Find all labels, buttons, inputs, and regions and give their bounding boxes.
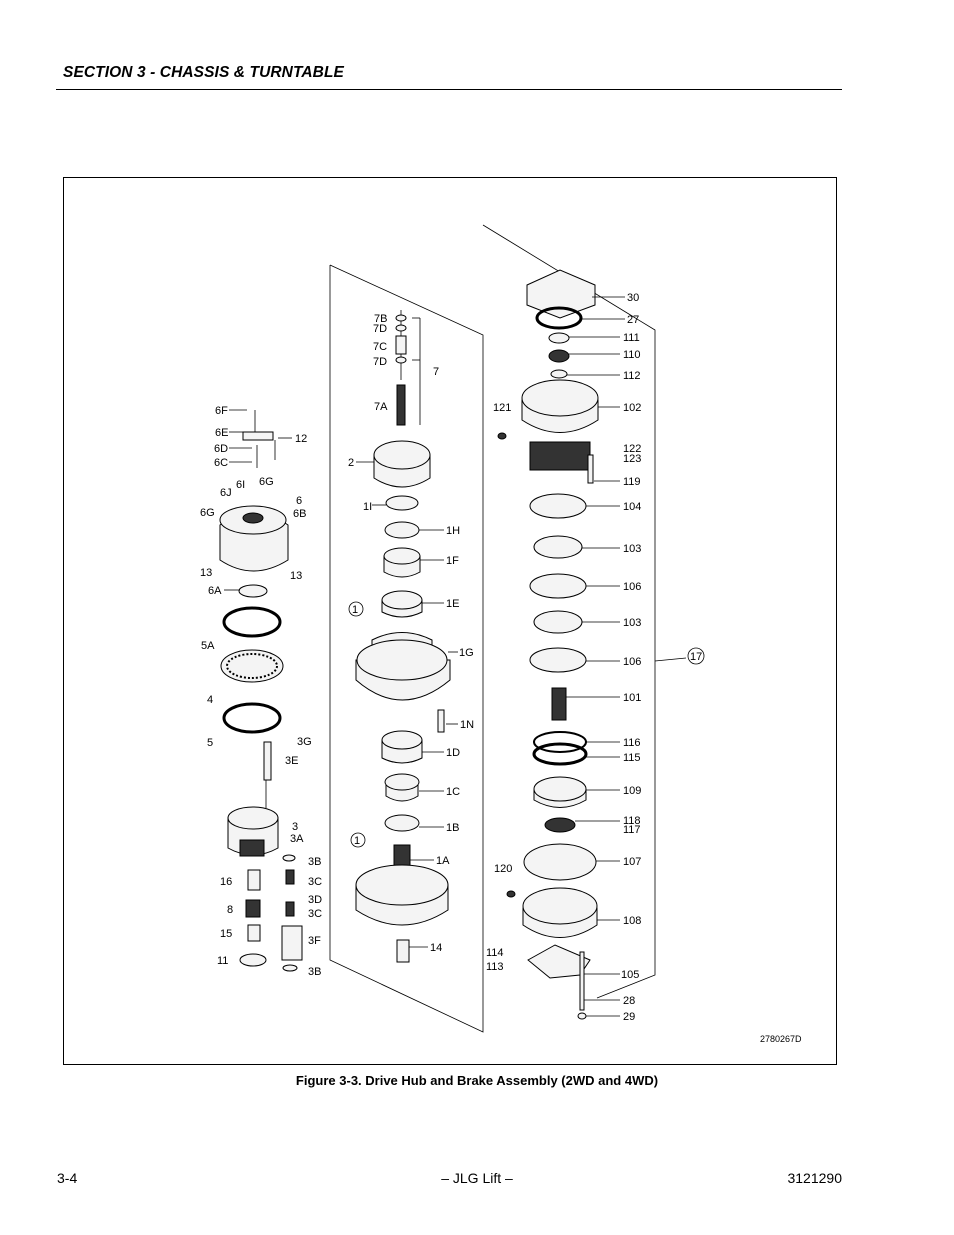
callout-left: 6B	[293, 508, 306, 520]
callout-left: 3A	[290, 833, 304, 845]
callout-middle: 1N	[460, 719, 474, 731]
callout-right: 114	[486, 947, 504, 959]
left-assembly	[219, 410, 303, 972]
footer-doc-number: 3121290	[787, 1170, 842, 1186]
callout-middle: 1	[354, 835, 360, 847]
callout-left: 16	[220, 876, 232, 888]
callout-left: 6A	[208, 585, 222, 597]
callout-middle: 14	[430, 942, 442, 954]
callout-middle: 1	[352, 604, 358, 616]
callout-middle: 1I	[363, 501, 372, 513]
callout-left: 3C	[308, 908, 322, 920]
callout-right: 122	[623, 443, 641, 455]
callout-left: 3D	[308, 894, 322, 906]
callout-left: 13	[290, 570, 302, 582]
callout-right: 112	[623, 370, 641, 382]
callout-left: 3G	[297, 736, 312, 748]
callout-left: 6	[296, 495, 302, 507]
callout-right: 109	[623, 785, 641, 797]
callout-right: 29	[623, 1011, 635, 1023]
callout-middle: 7D	[373, 323, 387, 335]
callout-left: 5A	[201, 640, 215, 652]
callout-middle: 7D	[373, 356, 387, 368]
callout-right: 28	[623, 995, 635, 1007]
callout-left: 3E	[285, 755, 298, 767]
callout-middle: 2	[348, 457, 354, 469]
callout-left: 12	[295, 433, 307, 445]
leader-lines	[224, 296, 687, 1017]
callout-right: 117	[623, 824, 641, 836]
callout-right: 110	[623, 349, 641, 361]
callout-middle: 1B	[446, 822, 459, 834]
callout-left: 3F	[308, 935, 321, 947]
callout-right: 105	[621, 969, 639, 981]
callout-right: 111	[623, 332, 640, 344]
callout-labels: 6F 6E 6D 6C 12 6I 6G 6J 6 6G 6B 13 13 6A…	[200, 292, 802, 1044]
callout-left: 3C	[308, 876, 322, 888]
callout-middle: 7A	[374, 401, 388, 413]
callout-left: 6G	[259, 476, 274, 488]
header-rule	[56, 89, 842, 90]
callout-middle: 1G	[459, 647, 474, 659]
callout-right: 108	[623, 915, 641, 927]
callout-left: 5	[207, 737, 213, 749]
callout-left: 11	[217, 955, 228, 967]
callout-right: 27	[627, 314, 639, 326]
section-title: SECTION 3 - CHASSIS & TURNTABLE	[63, 64, 344, 81]
callout-middle: 1F	[446, 555, 459, 567]
callout-left: 3B	[308, 966, 321, 978]
callout-right: 106	[623, 581, 641, 593]
callout-left: 6F	[215, 405, 228, 417]
callout-middle: 7B	[374, 313, 387, 325]
figure-caption: Figure 3-3. Drive Hub and Brake Assembly…	[295, 1073, 659, 1088]
callout-middle: 7C	[373, 341, 387, 353]
callout-middle: 1C	[446, 786, 460, 798]
callout-left: 13	[200, 567, 212, 579]
callout-right: 113	[486, 961, 504, 973]
drawing-number: 2780267D	[760, 1034, 802, 1044]
callout-right: 123	[623, 453, 641, 465]
callout-right: 119	[623, 476, 641, 488]
callout-middle: 1A	[436, 855, 450, 867]
callout-left: 6E	[215, 427, 228, 439]
footer-page-number: 3-4	[57, 1170, 78, 1186]
callout-right: 102	[623, 402, 641, 414]
callout-right: 103	[623, 617, 641, 629]
callout-middle: 1H	[446, 525, 460, 537]
callout-right: 30	[627, 292, 639, 304]
callout-left: 3B	[308, 856, 321, 868]
callout-left: 4	[207, 694, 213, 706]
callout-middle: 7	[433, 366, 439, 378]
callout-right: 118	[623, 815, 641, 827]
callout-left: 3	[292, 821, 298, 833]
callout-right: 121	[493, 402, 511, 414]
callout-right: 17	[690, 651, 702, 663]
callout-left: 15	[220, 928, 232, 940]
callout-right: 120	[494, 863, 512, 875]
callout-left: 6J	[220, 487, 232, 499]
callout-left: 6C	[214, 457, 228, 469]
callout-middle: 1E	[446, 598, 459, 610]
callout-right: 107	[623, 856, 641, 868]
callout-right: 101	[623, 692, 641, 704]
callout-left: 6I	[236, 479, 245, 491]
figure-frame	[63, 177, 837, 1065]
circled-markers	[348, 601, 705, 848]
callout-right: 106	[623, 656, 641, 668]
callout-middle: 1D	[446, 747, 460, 759]
middle-assembly	[355, 310, 451, 963]
callout-right: 115	[623, 752, 641, 764]
footer-center-text: – JLG Lift –	[441, 1170, 513, 1186]
callout-left: 8	[227, 904, 233, 916]
callout-right: 103	[623, 543, 641, 555]
right-assembly	[497, 269, 599, 1020]
callout-right: 116	[623, 737, 641, 749]
callout-left: 6D	[214, 443, 228, 455]
callout-right: 104	[623, 501, 641, 513]
callout-left: 6G	[200, 507, 215, 519]
